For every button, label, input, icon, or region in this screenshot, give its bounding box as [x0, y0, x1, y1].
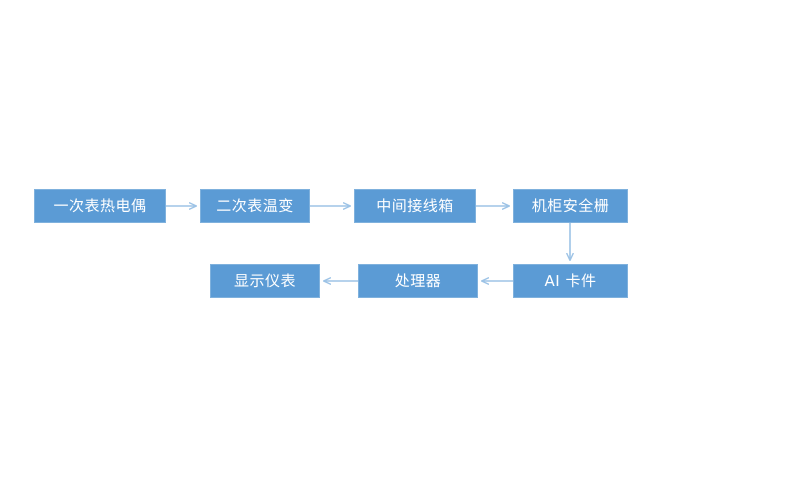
node-label: 处理器 — [394, 271, 442, 290]
node-processor[interactable]: 处理器 — [358, 264, 478, 298]
node-junction-box[interactable]: 中间接线箱 — [354, 189, 476, 223]
node-secondary-transmitter[interactable]: 二次表温变 — [200, 189, 310, 223]
node-label: 一次表热电偶 — [53, 196, 147, 215]
node-label: 显示仪表 — [233, 271, 296, 290]
node-display-instrument[interactable]: 显示仪表 — [210, 264, 320, 298]
node-cabinet-safety-barrier[interactable]: 机柜安全栅 — [513, 189, 628, 223]
node-ai-card[interactable]: AI 卡件 — [513, 264, 628, 298]
node-primary-thermocouple[interactable]: 一次表热电偶 — [34, 189, 166, 223]
node-label: 机柜安全栅 — [531, 196, 610, 215]
node-label: AI 卡件 — [544, 271, 597, 290]
node-label: 中间接线箱 — [376, 196, 454, 215]
node-label: 二次表温变 — [216, 196, 294, 215]
